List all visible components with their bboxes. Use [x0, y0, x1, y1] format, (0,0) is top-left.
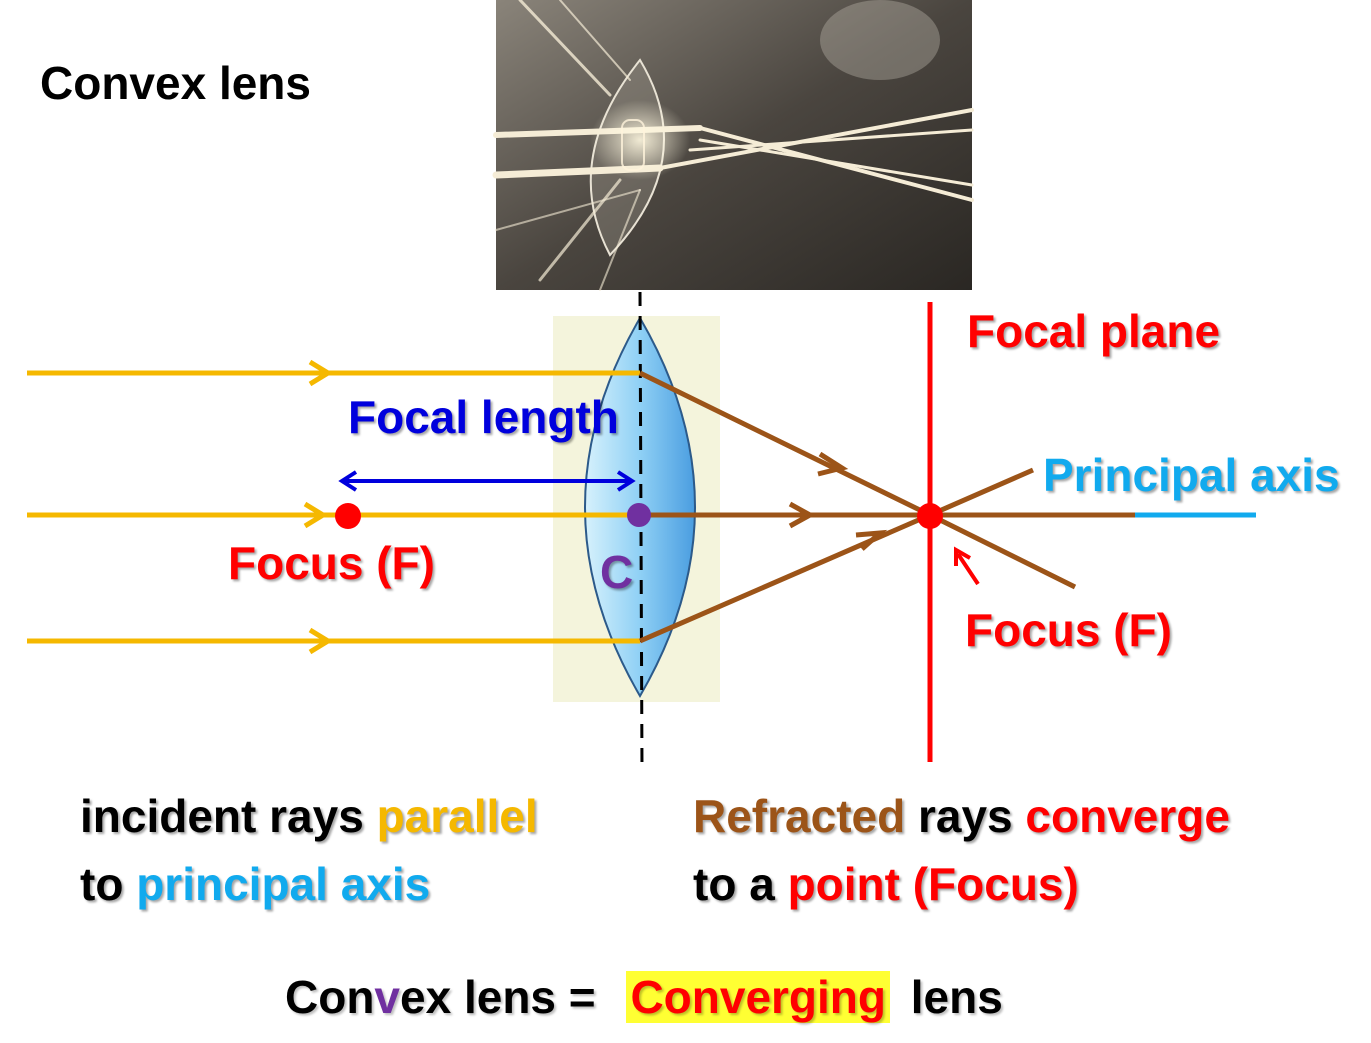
focal-length-label: Focal length [348, 391, 619, 443]
refracted-rays [638, 370, 1077, 644]
focus-point-right [917, 503, 943, 529]
caption-right-point: point (Focus) [787, 858, 1079, 910]
caption-left-parallel: parallel [376, 790, 538, 842]
lens-center-line [638, 291, 644, 771]
caption-left-principal-axis: principal axis [136, 858, 431, 910]
summary-text: Con [285, 971, 375, 1023]
summary-text: lens [898, 971, 1003, 1023]
caption-right-text: rays [905, 790, 1026, 842]
caption-left-text: to [80, 858, 137, 910]
center-label: C [600, 546, 634, 598]
caption-left: incident rays parallel to principal axis [80, 782, 538, 918]
focal-plane-label: Focal plane [967, 305, 1221, 357]
focus-pointer-arrow [954, 546, 980, 586]
principal-axis-label: Principal axis [1043, 449, 1340, 501]
caption-right-converge: converge [1025, 790, 1230, 842]
page-title: Convex lens [40, 57, 311, 109]
center-point [627, 503, 651, 527]
focus-left-label: Focus (F) [228, 537, 435, 589]
focal-length-arrow [338, 470, 636, 492]
caption-left-text: incident rays [80, 790, 377, 842]
lens-photo [492, 0, 974, 291]
summary-converging: Converging [626, 971, 890, 1023]
caption-right-text: to a [693, 858, 788, 910]
focus-right-label: Focus (F) [965, 604, 1172, 656]
summary-v-highlight: v [374, 971, 401, 1023]
caption-right: Refracted rays converge to a point (Focu… [693, 782, 1230, 918]
caption-right-refracted: Refracted [693, 790, 906, 842]
summary-text: ex lens = [400, 971, 609, 1023]
summary-line: Convex lens = Converging lens [285, 970, 1003, 1024]
focus-point-left [335, 503, 361, 529]
incident-rays [27, 359, 640, 655]
